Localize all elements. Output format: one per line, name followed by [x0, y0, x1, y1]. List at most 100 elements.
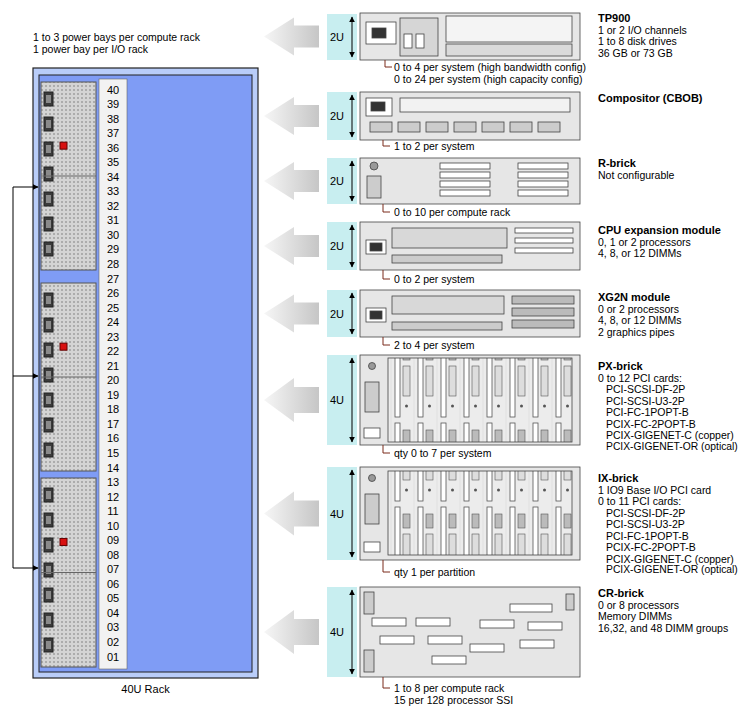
outlet-socket — [46, 371, 51, 379]
module-name: CPU expansion module — [598, 224, 721, 236]
height-label: 2U — [330, 308, 344, 320]
unit-number: 29 — [99, 243, 127, 255]
outlet — [44, 538, 53, 552]
unit-number: 32 — [99, 200, 127, 212]
module-spec: PCI-SCSI-U3-2P — [606, 518, 685, 530]
quantity-note: qty 0 to 7 per system — [394, 447, 491, 459]
unit-number: 23 — [99, 331, 127, 343]
outlet — [44, 563, 53, 577]
outlet-socket — [46, 421, 51, 429]
outlet-socket — [46, 616, 51, 624]
outlet — [44, 293, 53, 307]
unit-number: 07 — [99, 563, 127, 575]
module-spec: PCI-FC-1POPT-B — [606, 406, 689, 418]
outlet-socket — [46, 346, 51, 354]
bay-divider — [41, 176, 96, 177]
module-spec: 4, 8, or 12 DIMMs — [598, 314, 681, 326]
outlet-socket — [46, 195, 51, 203]
rack-frame — [33, 68, 258, 678]
outlet-socket — [46, 296, 51, 304]
unit-number: 17 — [99, 418, 127, 430]
bay-divider — [41, 377, 96, 378]
unit-number: 26 — [99, 287, 127, 299]
outlet — [44, 513, 53, 527]
height-label: 4U — [330, 394, 344, 406]
height-strips — [327, 14, 357, 677]
outlet-socket — [46, 591, 51, 599]
unit-number: 03 — [99, 621, 127, 633]
rack: 40U Rack — [33, 68, 258, 678]
module-name: IX-brick — [598, 472, 638, 484]
module-spec: 0 or 2 processors — [598, 303, 679, 315]
power-bay — [41, 82, 96, 270]
unit-number: 18 — [99, 403, 127, 415]
module-spec: PCIX-GIGENET-OR (optical) — [606, 441, 738, 453]
caption-leaders — [383, 60, 392, 688]
quantity-note: 15 per 128 processor SSI — [394, 694, 513, 706]
unit-number: 22 — [99, 345, 127, 357]
outlet-socket — [46, 446, 51, 454]
outlet-socket — [46, 541, 51, 549]
module: 4UIX-brick1 IO9 Base I/O PCI card0 to 11… — [322, 467, 738, 560]
bay-divider — [41, 572, 96, 573]
power-bay — [41, 478, 96, 667]
unit-number: 10 — [99, 520, 127, 532]
module-spec: Not configurable — [598, 169, 674, 181]
unit-number: 12 — [99, 491, 127, 503]
outlet — [44, 167, 53, 181]
module: 2UCPU expansion module0, 1 or 2 processo… — [322, 222, 738, 270]
module-name: Compositor (CBOB) — [598, 92, 703, 104]
outlet-socket — [46, 95, 51, 103]
module-spec: PCI-SCSI-DF-2P — [606, 383, 685, 395]
unit-number: 37 — [99, 127, 127, 139]
module-name: R-brick — [598, 157, 636, 169]
block-arrow — [264, 610, 319, 654]
module-spec: PCIX-GIGENET-C (copper) — [606, 553, 734, 565]
module-spec: 4, 8, or 12 DIMMs — [598, 247, 681, 259]
unit-number: 31 — [99, 214, 127, 226]
quantity-note: 0 to 4 per system (high bandwidth config… — [394, 61, 586, 73]
module-spec: PCIX-FC-2POPT-B — [606, 418, 696, 430]
unit-number: 19 — [99, 389, 127, 401]
module-spec: 1 IO9 Base I/O PCI card — [598, 484, 711, 496]
power-indicator — [60, 538, 67, 545]
height-label: 2U — [330, 110, 344, 122]
module: 4UPX-brick0 to 12 PCI cards:PCI-SCSI-DF-… — [322, 355, 738, 445]
outlet-socket — [46, 516, 51, 524]
unit-number: 11 — [99, 505, 127, 517]
rack-note: 1 power bay per I/O rack — [33, 43, 148, 55]
outlet — [44, 613, 53, 627]
unit-number: 38 — [99, 113, 127, 125]
outlet-socket — [46, 491, 51, 499]
quantity-note: 2 to 4 per system — [394, 339, 475, 351]
outlet — [44, 368, 53, 382]
unit-number: 15 — [99, 447, 127, 459]
unit-number: 13 — [99, 476, 127, 488]
height-label: 4U — [330, 508, 344, 520]
rack-interior — [39, 75, 252, 672]
height-label: 2U — [330, 175, 344, 187]
unit-number: 05 — [99, 592, 127, 604]
block-arrow — [264, 97, 319, 135]
unit-number: 25 — [99, 302, 127, 314]
quantity-note: 0 to 24 per system (high capacity config… — [394, 73, 583, 85]
unit-number: 24 — [99, 316, 127, 328]
height-label: 4U — [330, 626, 344, 638]
outlet — [44, 488, 53, 502]
module: 2UR-brickNot configurable0 to 10 per com… — [322, 158, 738, 204]
module-name: XG2N module — [598, 291, 670, 303]
quantity-note: 1 to 2 per system — [394, 140, 475, 152]
unit-number: 27 — [99, 273, 127, 285]
quantity-note: 0 to 10 per compute rack — [394, 206, 510, 218]
unit-number: 36 — [99, 142, 127, 154]
module-spec: 0, 1 or 2 processors — [598, 236, 691, 248]
module-spec: 36 GB or 73 GB — [598, 47, 673, 59]
unit-number: 09 — [99, 534, 127, 546]
module-spec: PCIX-GIGENET-OR (optical) — [606, 564, 738, 576]
outlet — [44, 217, 53, 231]
unit-number: 28 — [99, 258, 127, 270]
module-spec: 2 graphics pipes — [598, 326, 674, 338]
power-bay — [41, 283, 96, 471]
module-spec: PCIX-GIGENET-C (copper) — [606, 429, 734, 441]
unit-number: 21 — [99, 360, 127, 372]
